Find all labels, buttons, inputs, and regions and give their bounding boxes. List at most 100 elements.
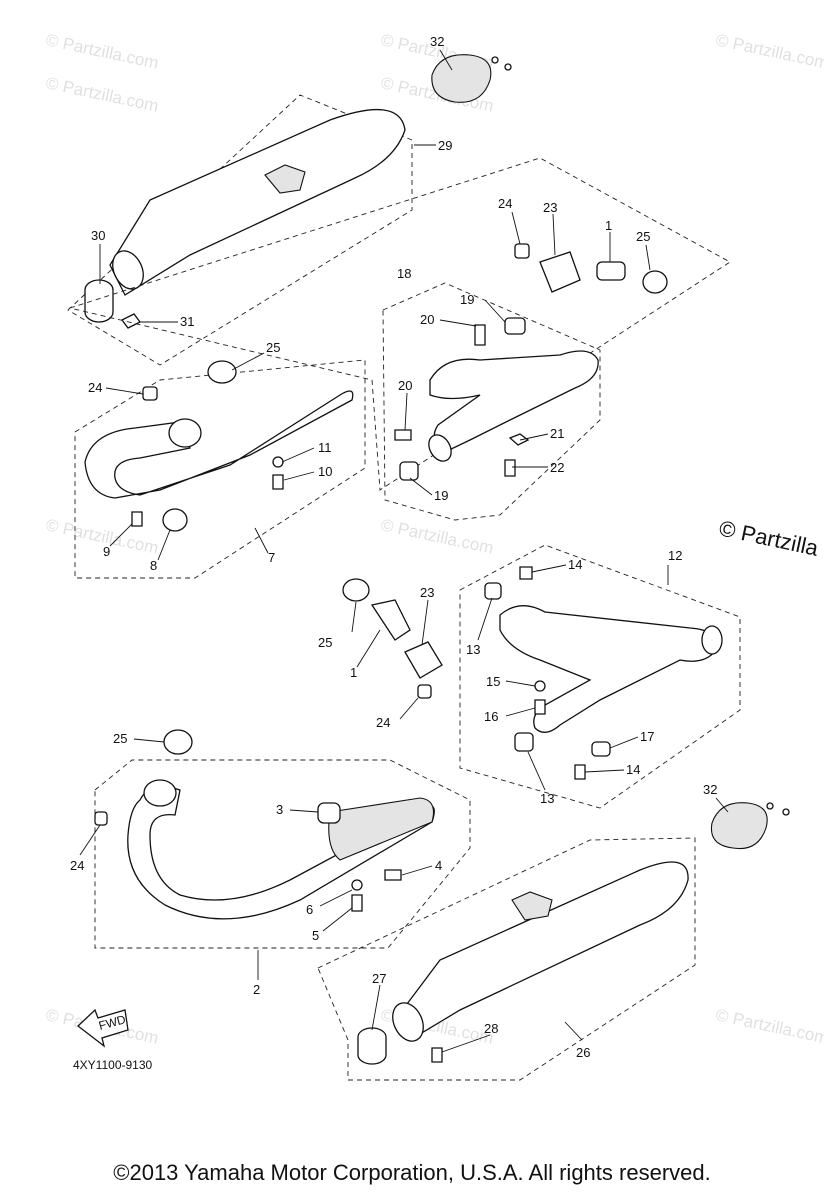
- callout-14: 14: [626, 762, 640, 777]
- group-boundary-2: [94, 759, 471, 949]
- lower-muffler: [394, 861, 689, 1041]
- callout-19: 19: [460, 292, 474, 307]
- callout-8: 8: [150, 558, 157, 573]
- callout-22: 22: [550, 460, 564, 475]
- upper-muffler-assembly: [67, 54, 512, 366]
- part-30-sleeve: [84, 279, 114, 323]
- watermark: © Partzilla.com: [714, 1005, 824, 1047]
- part-31-bolt: [121, 313, 141, 329]
- part-13-collar-b: [514, 732, 534, 752]
- part-4-screw: [384, 869, 402, 881]
- group-boundary-18: [382, 282, 601, 521]
- callout-11: 11: [318, 440, 332, 455]
- callout-19: 19: [434, 488, 448, 503]
- front-upper-pipe-assembly: [74, 359, 366, 579]
- callout-4: 4: [435, 858, 442, 873]
- part-32-screw: [782, 808, 790, 816]
- part-23-flange: [539, 251, 581, 293]
- callout-3: 3: [276, 802, 283, 817]
- callout-21: 21: [550, 426, 564, 441]
- part-24-nut-d: [94, 811, 108, 826]
- upper-muffler-outlet: [112, 250, 144, 290]
- part-20-bolt: [474, 324, 486, 346]
- front-lower-heatshield: [328, 797, 435, 861]
- lower-muffler-bracket: [511, 891, 553, 921]
- front-upper-pipe: [84, 390, 354, 499]
- part-24-nut-b: [142, 386, 158, 401]
- leader-lines: [79, 49, 729, 1053]
- watermark: © Partzilla.com: [44, 73, 160, 115]
- part-27-sleeve: [357, 1027, 387, 1065]
- fwd-arrow-icon: FWD: [76, 1008, 129, 1048]
- front-right-pipe: [499, 605, 718, 733]
- callout-18: 18: [397, 266, 411, 281]
- front-lower-pipe-flange: [143, 779, 177, 807]
- callout-28: 28: [484, 1021, 498, 1036]
- part-24-nut: [514, 243, 530, 259]
- callout-2: 2: [253, 982, 260, 997]
- upper-muffler: [109, 108, 406, 296]
- fwd-label: FWD: [97, 1012, 127, 1033]
- callout-31: 31: [180, 314, 194, 329]
- callout-25: 25: [113, 731, 127, 746]
- callout-25: 25: [636, 229, 650, 244]
- part-14-bolt: [519, 566, 533, 580]
- callout-29: 29: [438, 138, 452, 153]
- part-5-bolt: [351, 894, 363, 912]
- callout-30: 30: [91, 228, 105, 243]
- part-13-collar: [484, 582, 502, 600]
- part-3-sleeve: [317, 802, 341, 824]
- part-25-gasket-c: [342, 578, 370, 602]
- part-32-endcap-upper: [431, 54, 492, 103]
- part-21-nut: [508, 433, 530, 446]
- part-1-stud: [596, 261, 626, 281]
- callout-numbers: 32 29 30 31 24 23 1 25 18 19 20 20 21 22…: [70, 34, 717, 1060]
- callout-1: 1: [605, 218, 612, 233]
- callout-24: 24: [70, 858, 84, 873]
- side-watermark: © Partzilla: [717, 515, 821, 561]
- callout-14: 14: [568, 557, 582, 572]
- watermark: © Partzilla.com: [379, 515, 495, 557]
- part-19-collar-lower: [399, 461, 419, 481]
- callout-27: 27: [372, 971, 386, 986]
- part-9-bolt: [131, 511, 143, 527]
- group-boundary-7: [74, 359, 366, 579]
- part-17-clamp: [591, 741, 611, 757]
- callout-32: 32: [703, 782, 717, 797]
- callout-13: 13: [540, 791, 554, 806]
- part-11-washer: [272, 456, 284, 468]
- callout-32: 32: [430, 34, 444, 49]
- front-right-pipe-outlet: [701, 625, 723, 655]
- callout-7: 7: [268, 550, 275, 565]
- part-10-bolt: [272, 474, 284, 490]
- front-upper-pipe-flange: [168, 418, 202, 448]
- callout-12: 12: [668, 548, 682, 563]
- rear-exhaust-pipe: [429, 350, 599, 453]
- upper-muffler-bracket: [264, 164, 306, 194]
- callout-6: 6: [306, 902, 313, 917]
- part-15-nut: [534, 680, 546, 692]
- part-1-stud-b: [370, 599, 411, 641]
- group-boundary-29: [67, 94, 413, 366]
- part-19-collar: [504, 317, 526, 335]
- callout-23: 23: [543, 200, 557, 215]
- part-32-screw: [504, 63, 512, 71]
- part-32-screw: [766, 802, 774, 810]
- part-25-gasket-b: [207, 360, 237, 384]
- part-22-bolt: [504, 459, 516, 477]
- callout-13: 13: [466, 642, 480, 657]
- part-20-bolt-lower: [394, 429, 412, 441]
- callout-15: 15: [486, 674, 500, 689]
- callout-23: 23: [420, 585, 434, 600]
- rear-pipe-assembly: [68, 157, 731, 521]
- group-boundary-26: [317, 837, 696, 1081]
- part-24-nut-c: [417, 684, 432, 699]
- front-lower-pipe-assembly: [94, 759, 471, 949]
- callout-24: 24: [88, 380, 102, 395]
- callout-25: 25: [318, 635, 332, 650]
- part-16-bolt: [534, 699, 546, 715]
- copyright-notice: ©2013 Yamaha Motor Corporation, U.S.A. A…: [113, 1160, 711, 1185]
- mid-parts: [94, 578, 443, 826]
- part-28-bolt: [431, 1047, 443, 1063]
